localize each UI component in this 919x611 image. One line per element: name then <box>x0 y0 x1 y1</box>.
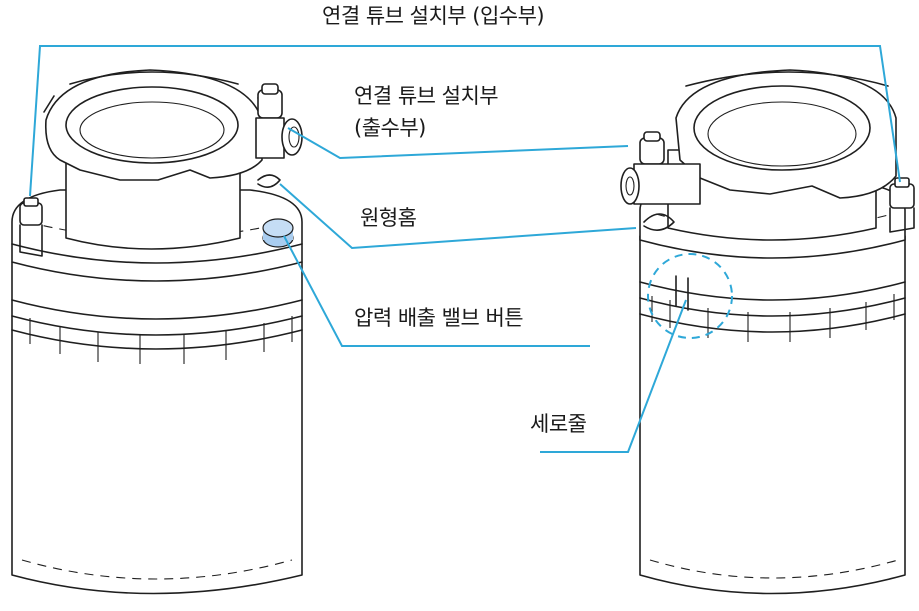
leader-button <box>283 235 590 347</box>
left-outlet-connector <box>255 83 303 159</box>
leader-groove <box>279 183 637 250</box>
right-outlet-connector <box>620 131 701 205</box>
label-outlet-connection-line2: (출수부) <box>354 116 426 140</box>
right-canister <box>620 69 915 595</box>
label-vertical-line: 세로줄 <box>530 412 587 436</box>
right-inlet-connector <box>889 177 915 233</box>
label-pressure-release-button: 압력 배출 밸브 버튼 <box>354 306 524 330</box>
leader-inlet <box>29 45 901 197</box>
label-circular-groove: 원형홈 <box>360 206 417 230</box>
left-canister <box>11 69 303 595</box>
label-inlet-connection: 연결 튜브 설치부 (입수부) <box>322 4 545 28</box>
pressure-release-button-shape <box>262 218 294 248</box>
leader-lines <box>29 45 901 453</box>
label-outlet-connection-line1: 연결 튜브 설치부 <box>354 84 499 108</box>
vertical-line-highlight <box>647 253 733 339</box>
leader-vertical-line <box>540 299 687 453</box>
left-inlet-connector <box>19 197 43 257</box>
leader-outlet <box>287 127 629 160</box>
